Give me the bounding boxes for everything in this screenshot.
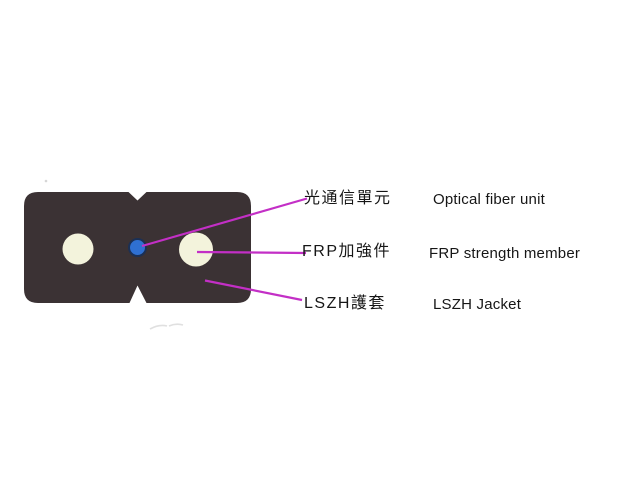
- label-optical-fiber-unit-en: Optical fiber unit: [433, 191, 545, 208]
- leader-line-lszh-jacket: [204, 279, 303, 302]
- label-frp-strength-member-zh: FRP加強件: [302, 243, 392, 260]
- frp-strength-member-right: [179, 232, 213, 267]
- label-frp-strength-member-en: FRP strength member: [429, 245, 581, 262]
- leader-line-frp-strength-member: [196, 250, 307, 255]
- frp-strength-member-left: [62, 233, 94, 265]
- scan-speck: [44, 179, 48, 183]
- label-lszh-jacket-en: LSZH Jacket: [433, 296, 522, 313]
- label-optical-fiber-unit-zh: 光通信單元: [304, 190, 392, 207]
- optical-fiber-unit-dot: [128, 238, 147, 257]
- label-lszh-jacket-zh: LSZH護套: [304, 295, 386, 312]
- scan-smudge: [149, 323, 184, 330]
- leader-line-optical-fiber-unit: [141, 197, 308, 248]
